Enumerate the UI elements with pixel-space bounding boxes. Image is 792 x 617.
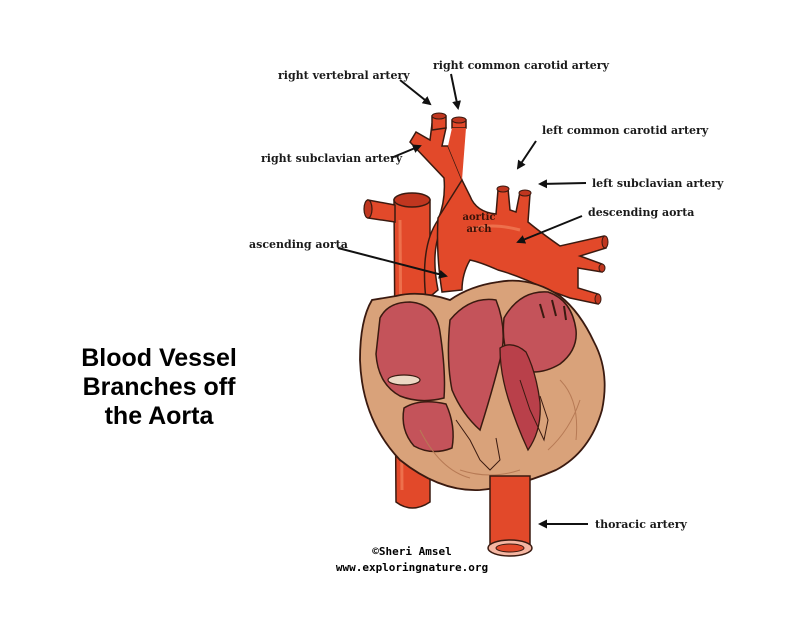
aortic-arch-line2: arch xyxy=(466,224,492,235)
heart-body xyxy=(359,279,606,491)
label-left-subclavian-artery: left subclavian artery xyxy=(592,177,724,190)
label-thoracic-artery: thoracic artery xyxy=(595,518,687,531)
label-left-common-carotid-artery: left common carotid artery xyxy=(542,124,709,137)
credit-author: ©Sheri Amsel xyxy=(372,545,452,558)
arrow-right-vertebral xyxy=(399,79,432,106)
credit-website: www.exploringnature.org xyxy=(335,561,489,574)
title-line3: the Aorta xyxy=(104,402,214,430)
arrow-left-subclavian xyxy=(538,179,587,189)
arrow-left-common-carotid xyxy=(516,140,537,170)
left-vein-branch xyxy=(363,199,396,223)
arrow-right-subclavian xyxy=(390,144,422,159)
label-right-common-carotid-artery: right common carotid artery xyxy=(433,59,609,72)
arrow-descending-aorta xyxy=(516,215,583,244)
page-title: Blood Vessel Branches off the Aorta xyxy=(48,344,270,431)
label-descending-aorta: descending aorta xyxy=(588,206,695,219)
title-line1: Blood Vessel xyxy=(81,344,237,372)
arrow-ascending-aorta xyxy=(337,247,448,279)
arrow-right-common-carotid xyxy=(450,73,461,110)
thoracic-aorta xyxy=(487,475,533,557)
aortic-arch-line1: aortic xyxy=(462,212,496,223)
credit-block: ©Sheri Amsel www.exploringnature.org xyxy=(330,544,494,576)
label-right-vertebral-artery: right vertebral artery xyxy=(278,69,410,82)
label-right-subclavian-artery: right subclavian artery xyxy=(261,152,403,165)
label-aortic-arch: aortic arch xyxy=(456,212,502,236)
title-line2: Branches off xyxy=(82,373,236,401)
label-ascending-aorta: ascending aorta xyxy=(249,238,348,251)
